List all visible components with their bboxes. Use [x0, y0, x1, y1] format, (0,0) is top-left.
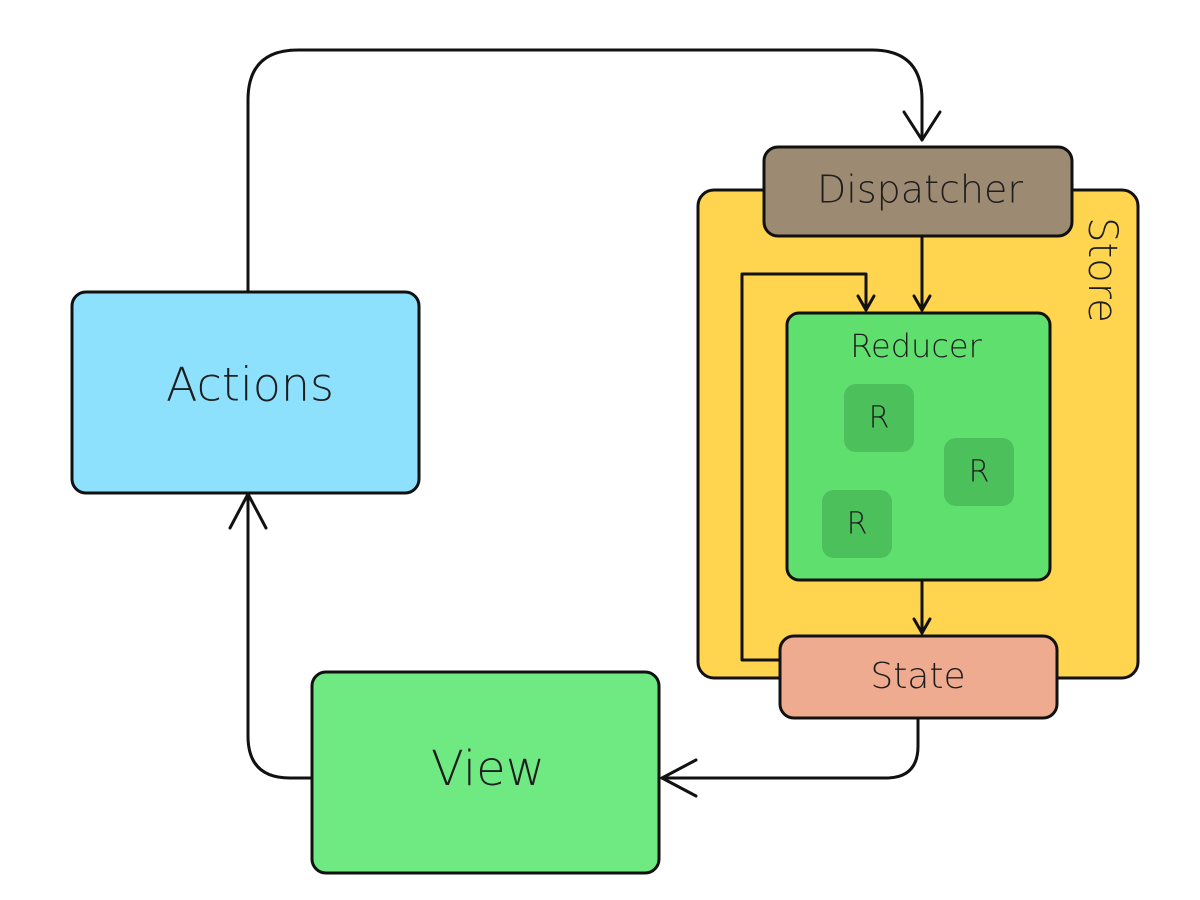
arrow-view-to-actions [246, 492, 314, 780]
sub-reducer-box [822, 490, 892, 558]
reducer-node: Reducer R R R [785, 311, 1052, 582]
arrowhead-reducer-feedback [856, 294, 876, 312]
sub-reducer-box [944, 438, 1014, 506]
arrow-actions-to-dispatcher [246, 48, 924, 294]
dispatcher-node: Dispatcher [762, 145, 1074, 238]
sub-reducer: R [844, 384, 914, 452]
dispatcher-box [762, 145, 1074, 238]
view-label: View [431, 741, 545, 797]
arrowhead-view [660, 758, 698, 798]
arrow-state-to-reducer [740, 272, 868, 662]
arrow-state-to-view [660, 716, 920, 780]
store-label: Store [1079, 217, 1125, 323]
sub-reducer-box [844, 384, 914, 452]
view-node: View [310, 670, 661, 875]
state-label: State [870, 656, 965, 697]
arrowhead-state [912, 617, 932, 635]
actions-label: Actions [166, 358, 334, 412]
sub-reducer-label: R [847, 507, 868, 542]
arrowhead-dispatcher [902, 110, 942, 142]
sub-reducer: R [944, 438, 1014, 506]
sub-reducer-label: R [869, 401, 890, 436]
actions-node: Actions [70, 290, 421, 495]
sub-reducer-label: R [969, 455, 990, 490]
reducer-label: Reducer [850, 327, 982, 365]
state-node: State [778, 634, 1059, 720]
dispatcher-label: Dispatcher [817, 168, 1023, 212]
state-box [778, 634, 1059, 720]
actions-box [70, 290, 421, 495]
arrowhead-reducer-top [912, 294, 932, 312]
view-box [310, 670, 661, 875]
sub-reducer: R [822, 490, 892, 558]
